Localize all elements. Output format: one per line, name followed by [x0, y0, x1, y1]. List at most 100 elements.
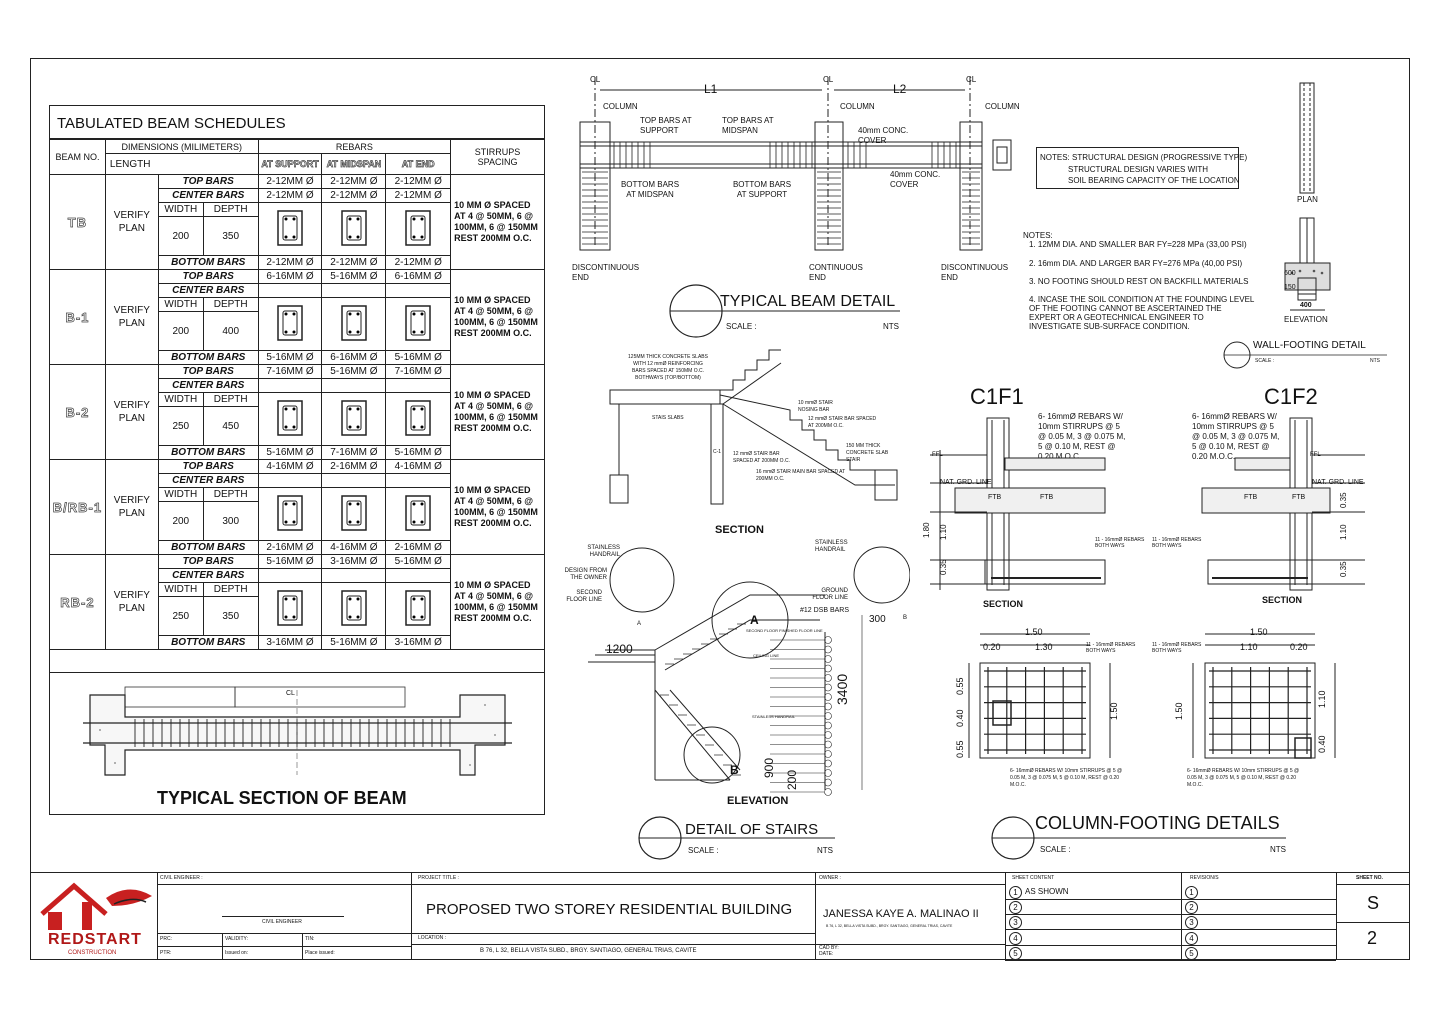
stair-d3400: 3400	[834, 673, 850, 705]
bottom-bar-value: 5-16MM Ø	[385, 445, 452, 460]
revision-number-circle: 5	[1185, 946, 1198, 960]
tb-sheet-num: 2	[1367, 928, 1378, 948]
beam-detail-top-mid: TOP BARS AT MIDSPAN	[722, 116, 774, 135]
c1f2-plan-drawing	[1192, 633, 1336, 759]
beam-cross-section-icon	[257, 582, 323, 636]
top-bar-value: 5-16MM Ø	[385, 554, 452, 569]
beam-cross-section-icon	[257, 297, 323, 351]
center-bar-value: 2-12MM Ø	[321, 188, 387, 203]
c1f1-plan-d150: 1.50	[1025, 627, 1043, 637]
wall-footing-title: WALL-FOOTING DETAIL	[1253, 340, 1366, 351]
wall-footing-d600: 600	[1284, 270, 1296, 277]
center-bar-value: 2-12MM Ø	[257, 188, 323, 203]
label-center-bars: CENTER BARS	[157, 283, 259, 298]
c1f1-plan-drawing	[968, 633, 1111, 759]
c1f2-title: C1F2	[1264, 384, 1318, 409]
stair-big-a: A	[750, 613, 759, 627]
tb-h1	[157, 884, 411, 885]
beam-cross-section-icon	[385, 582, 452, 636]
c1f1-section-drawing	[930, 417, 1106, 591]
beam-detail-bot-mid: BOTTOM BARS AT MIDSPAN	[620, 180, 680, 199]
c1f1-plan-d130: 1.30	[1035, 642, 1053, 652]
revision-row-line	[1005, 914, 1181, 916]
beam-width: 200	[157, 501, 204, 541]
center-bar-value	[321, 473, 387, 488]
bottom-bar-value: 3-16MM Ø	[257, 635, 323, 650]
beam-detail-cover2: 40mm CONC. COVER	[890, 170, 941, 189]
tb-h7	[815, 884, 1005, 885]
wall-footing-elevation: ELEVATION	[1284, 315, 1328, 324]
schedule-title-rule	[49, 138, 545, 139]
c1f1-both-ways: 11 - 16mmØ REBARS BOTH WAYS	[1095, 537, 1145, 549]
wall-footing-plan: PLAN	[1297, 195, 1318, 204]
bottom-bar-value: 5-16MM Ø	[257, 350, 323, 365]
stirrups-spec: 10 MM Ø SPACED AT 4 @ 50MM, 6 @ 100MM, 6…	[450, 269, 545, 365]
top-bar-value: 6-16MM Ø	[385, 269, 452, 284]
beam-depth: 350	[202, 216, 259, 256]
label-depth: DEPTH	[202, 297, 259, 312]
stirrups-spec: 10 MM Ø SPACED AT 4 @ 50MM, 6 @ 100MM, 6…	[450, 364, 545, 460]
verify-plan-label: VERIFY PLAN	[113, 400, 150, 424]
beam-cross-section-icon	[321, 487, 387, 541]
schedule-title: TABULATED BEAM SCHEDULES	[57, 115, 286, 132]
c1f2-ftb2: FTB	[1292, 494, 1306, 501]
stair-elevation-drawing	[588, 546, 910, 796]
label-width: WIDTH	[157, 582, 204, 597]
stair-section-drawing	[609, 349, 898, 505]
stair-bar-label: 12 mmØ STAIR BAR SPACED AT 200MM O.C.	[808, 416, 877, 429]
beam-detail-cont-end: CONTINUOUS END	[809, 263, 863, 282]
tb-signline	[222, 916, 344, 917]
beam-depth: 300	[202, 501, 259, 541]
beam-depth: 400	[202, 311, 259, 351]
center-bar-value: 2-12MM Ø	[385, 188, 452, 203]
tb-h4	[411, 884, 815, 885]
beam-detail-nts: NTS	[883, 322, 899, 331]
label-top-bars: TOP BARS	[157, 459, 259, 474]
stair-ground-floor: GROUND FLOOR LINE	[812, 588, 848, 601]
tb-date: DATE:	[819, 951, 834, 957]
stair-section-title: SECTION	[715, 524, 764, 536]
company-logo-icon	[40, 882, 152, 930]
revision-number-circle: 4	[1009, 931, 1022, 945]
revision-row-line	[1181, 929, 1336, 931]
tb-div2	[411, 872, 412, 960]
beam-detail-cl1: CL	[590, 75, 601, 84]
beam-cross-section-icon	[385, 202, 452, 256]
beam-cross-section-icon	[321, 202, 387, 256]
c1f2-plan-both: 11 - 16mmØ REBARS BOTH WAYS	[1152, 642, 1202, 654]
c1f2-plan-d150v: 1.50	[1174, 702, 1184, 720]
beam-cross-section-icon	[385, 297, 452, 351]
note-4c: EXPERT OR A GEOTECHNICAL ENGINEER TO	[1029, 313, 1204, 322]
top-bar-value: 5-16MM Ø	[321, 269, 387, 284]
c1f1-ftb: FTB	[988, 494, 1002, 501]
hdr-at-support: AT SUPPORT	[257, 153, 323, 175]
beam-cross-section-icon	[385, 487, 452, 541]
hdr-at-midspan: AT MIDSPAN	[321, 153, 387, 175]
center-bar-value	[321, 283, 387, 298]
c1f2-plan-d110v: 1.10	[1317, 690, 1327, 708]
stairs-title-symbol	[638, 816, 835, 860]
tb-location: B 76, L 32, BELLA VISTA SUBD., BRGY. SAN…	[480, 948, 697, 954]
notes-heading: NOTES:	[1023, 231, 1053, 240]
c1f1-nat: NAT. GRD. LINE	[940, 479, 992, 486]
hdr-dimensions: DIMENSIONS (MILIMETERS)	[104, 139, 259, 154]
top-bar-value: 3-16MM Ø	[321, 554, 387, 569]
stair-callout-a: A	[637, 621, 642, 627]
tb-owner-addr: B 76, L 32, BELLA VISTA SUBD., BRGY. SAN…	[826, 924, 953, 928]
bottom-bar-value: 3-16MM Ø	[385, 635, 452, 650]
revision-row-line	[1181, 899, 1336, 900]
label-top-bars: TOP BARS	[157, 174, 259, 189]
stair-d900: 900	[762, 757, 776, 778]
top-bar-value: 7-16MM Ø	[385, 364, 452, 379]
tb-h6	[411, 944, 815, 945]
tb-div1	[157, 872, 158, 960]
company-sub: CONSTRUCTION	[68, 950, 117, 956]
bottom-bar-value: 2-16MM Ø	[385, 540, 452, 555]
c1f2-section-drawing	[1201, 417, 1365, 591]
stirrups-spec: 10 MM Ø SPACED AT 4 @ 50MM, 6 @ 100MM, 6…	[450, 554, 545, 650]
tb-place: Place issued:	[305, 950, 335, 956]
beam-detail-l2: L2	[893, 82, 907, 96]
top-bar-value: 7-16MM Ø	[257, 364, 323, 379]
top-bar-value: 5-16MM Ø	[257, 554, 323, 569]
stair-ceiling: CEILING LINE	[753, 653, 780, 658]
